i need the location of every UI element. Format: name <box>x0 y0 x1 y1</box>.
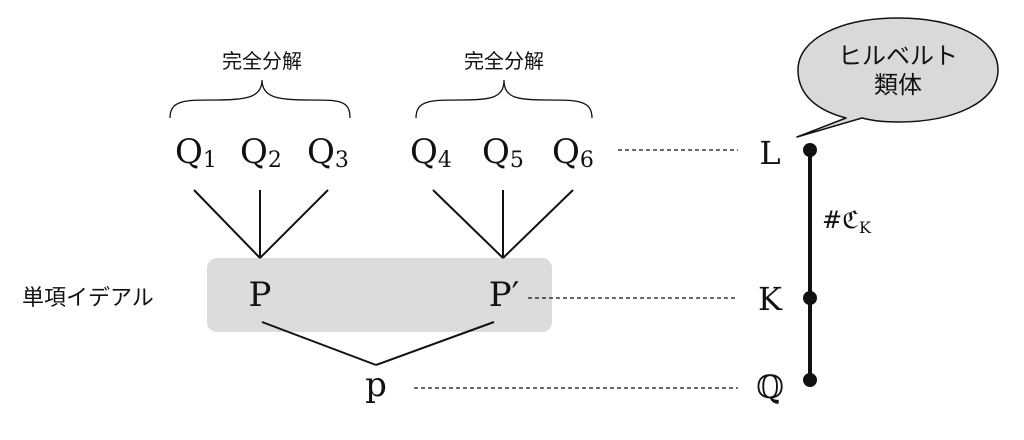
field-top-label: L <box>759 134 780 172</box>
field-middle-label: K <box>758 280 783 318</box>
edge-pp-lowerp <box>375 321 495 366</box>
node-middle <box>803 291 817 305</box>
node-top <box>803 143 817 157</box>
edge-q4-pp <box>432 189 504 259</box>
prime-p: P <box>249 275 272 315</box>
group-label-left: 完全分解 <box>222 49 302 73</box>
prime-q6: Q6 <box>552 132 594 173</box>
edge-q3-p <box>259 189 329 259</box>
group-label-right: 完全分解 <box>464 49 544 73</box>
callout-line1: ヒルベルト <box>838 42 958 70</box>
node-bottom <box>803 373 817 387</box>
prime-q2: Q2 <box>240 132 282 173</box>
edge-p-lowerp <box>261 321 377 366</box>
prime-p-prime: P′ <box>489 275 520 315</box>
field-bottom-label: ℚ <box>756 368 784 406</box>
edge-q6-pp <box>502 189 574 259</box>
prime-lower-p: p <box>365 365 387 405</box>
edge-q1-p <box>193 189 261 259</box>
brace-right <box>415 79 593 119</box>
prime-q4: Q4 <box>410 132 452 173</box>
principal-ideal-label: 単項イデアル <box>22 286 154 311</box>
prime-q1: Q1 <box>175 132 217 173</box>
degree-label: #ℭK <box>822 206 872 237</box>
principal-ideal-highlight <box>207 258 552 332</box>
prime-q5: Q5 <box>482 132 524 173</box>
callout-bubble <box>796 17 999 138</box>
callout-line2: 類体 <box>874 71 922 99</box>
prime-q3: Q3 <box>307 132 349 173</box>
brace-left <box>169 79 351 119</box>
